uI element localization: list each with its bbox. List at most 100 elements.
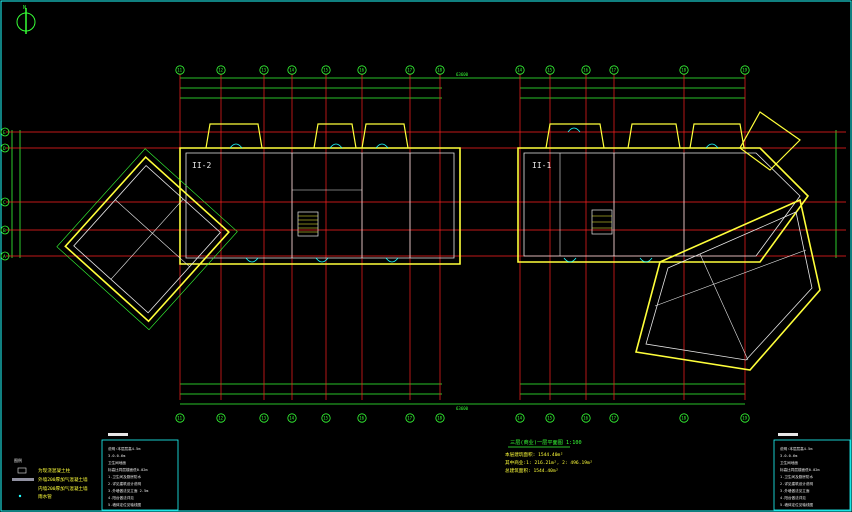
grid-bubble-label: 16 <box>359 416 364 421</box>
grid-bubble <box>679 413 689 423</box>
grid-bubble <box>216 413 226 423</box>
grid-bubble-label: 18 <box>681 416 686 421</box>
grid-bubble-label: 18 <box>681 68 686 73</box>
legend-pipe-swatch <box>18 494 22 498</box>
note-line: 2.详见建筑设计说明 <box>780 481 813 486</box>
grid-bubble <box>405 65 415 75</box>
grid-bubble-label: 12 <box>218 68 223 73</box>
grid-bubble-label: 16 <box>583 416 588 421</box>
legend-column-swatch <box>17 467 27 474</box>
grid-bubble-label: 14 <box>517 416 522 421</box>
grid-bubble-label: 18 <box>437 68 442 73</box>
note-line: 1.卫生间及厨房防水 <box>108 474 141 479</box>
grid-bubble <box>581 413 591 423</box>
grid-label-d: D <box>3 146 6 152</box>
grid-bubble <box>435 65 445 75</box>
grid-label-b: B <box>3 228 6 234</box>
dimension-lines <box>11 77 837 405</box>
grid-bubble <box>259 65 269 75</box>
grid-axes <box>179 74 746 400</box>
svg-text:N: N <box>23 5 26 11</box>
grid-bubble <box>581 65 591 75</box>
area-line-3: 总建筑面积: 1544.40m² <box>505 467 558 474</box>
area-line-2: 其中商业:1: 216.21m², 2: 496.19m² <box>505 459 593 466</box>
grid-bubble-label: 17 <box>407 68 412 73</box>
grid-bubble <box>357 413 367 423</box>
note-line: 卫生间地面 <box>108 460 126 465</box>
legend: 图例 为现浇混凝土柱 外墙200厚加气混凝土墙 内墙200厚加气混凝土墙 雨水管 <box>12 457 88 500</box>
legend-item-pipe: 雨水管 <box>38 493 52 500</box>
grid-bubble-label: 14 <box>289 416 294 421</box>
total-dimension-top: 63600 <box>456 72 469 77</box>
grid-bubble <box>515 413 525 423</box>
grid-bubble <box>679 65 689 75</box>
grid-bubble <box>545 413 555 423</box>
grid-bubble <box>259 413 269 423</box>
drawing-title-block: 三层(商业)一层平面图 1:100 本层建筑面积: 1544.40m² 其中商业… <box>505 438 593 474</box>
grid-bubbles-left: E D C B A <box>0 127 10 261</box>
grid-bubble <box>609 413 619 423</box>
legend-wall-swatch <box>12 478 34 481</box>
note-line: 标高比同层楼面低0.02m <box>108 467 148 472</box>
note-line: 1.卫生间及厨房防水 <box>780 474 813 479</box>
grid-bubble-label: 13 <box>261 68 266 73</box>
grid-bubble-label: 11 <box>177 416 182 421</box>
grid-bubble <box>405 413 415 423</box>
note-line: 3.外墙做法见立面 2.5m <box>108 488 148 493</box>
grid-bubble <box>287 413 297 423</box>
note-line: 4.阳台做法详见 <box>108 495 134 500</box>
grid-bubble <box>321 413 331 423</box>
grid-bubble-label: 16 <box>583 68 588 73</box>
grid-bubble <box>321 65 331 75</box>
block-ii-1: II-1 <box>517 111 821 371</box>
legend-item-column: 为现浇混凝土柱 <box>38 467 71 474</box>
area-line-1: 本层建筑面积: 1544.40m² <box>505 451 563 458</box>
grid-axes-horizontal <box>6 131 846 257</box>
grid-bubble <box>609 65 619 75</box>
grid-bubble <box>545 65 555 75</box>
block-label-right: II-1 <box>532 161 551 170</box>
block-label-left: II-2 <box>192 161 211 170</box>
grid-bubble-label: 19 <box>742 68 747 73</box>
grid-bubble <box>740 65 750 75</box>
grid-bubble <box>357 65 367 75</box>
grid-bubble <box>515 65 525 75</box>
grid-bubble-label: 17 <box>611 416 616 421</box>
grid-bubble-label: 14 <box>289 68 294 73</box>
grid-bubble <box>175 413 185 423</box>
grid-bubble-label: 18 <box>437 416 442 421</box>
grid-bubble-label: 15 <box>323 68 328 73</box>
drawing-title: 三层(商业)一层平面图 1:100 <box>510 438 582 446</box>
note-line: 3.外墙做法见立面 <box>780 488 810 493</box>
legend-heading: 图例 <box>14 457 22 463</box>
total-dimension-bottom: 63600 <box>456 406 469 411</box>
note-line: 4.阳台做法详见 <box>780 495 806 500</box>
north-arrow-icon: N <box>16 5 36 34</box>
grid-bubble-label: 15 <box>547 68 552 73</box>
grid-bubble-label: 19 <box>742 416 747 421</box>
grid-label-a: A <box>3 254 6 260</box>
grid-label-e: E <box>3 130 6 136</box>
note-line: 标高比同层楼面低0.02m <box>780 467 820 472</box>
stair-icon <box>591 209 613 235</box>
legend-item-outer-wall: 外墙200厚加气混凝土墙 <box>38 476 88 483</box>
note-line: 说明:本层层高4.5m <box>108 446 140 451</box>
grid-bubble-label: 17 <box>407 416 412 421</box>
note-line: 卫生间地面 <box>780 460 798 465</box>
stair-icon <box>297 211 319 237</box>
grid-bubble-label: 15 <box>323 416 328 421</box>
note-line: 3.0.0.6m <box>108 454 125 458</box>
note-line: 5.墙体定位见轴线图 <box>108 502 141 507</box>
grid-bubble <box>175 65 185 75</box>
grid-bubble-label: 12 <box>218 416 223 421</box>
note-line: 3.0.0.6m <box>780 454 797 458</box>
grid-bubble <box>287 65 297 75</box>
grid-bubble-label: 11 <box>177 68 182 73</box>
block-ii-2: II-2 <box>56 123 461 331</box>
note-line: 说明:本层层高4.5m <box>780 446 812 451</box>
